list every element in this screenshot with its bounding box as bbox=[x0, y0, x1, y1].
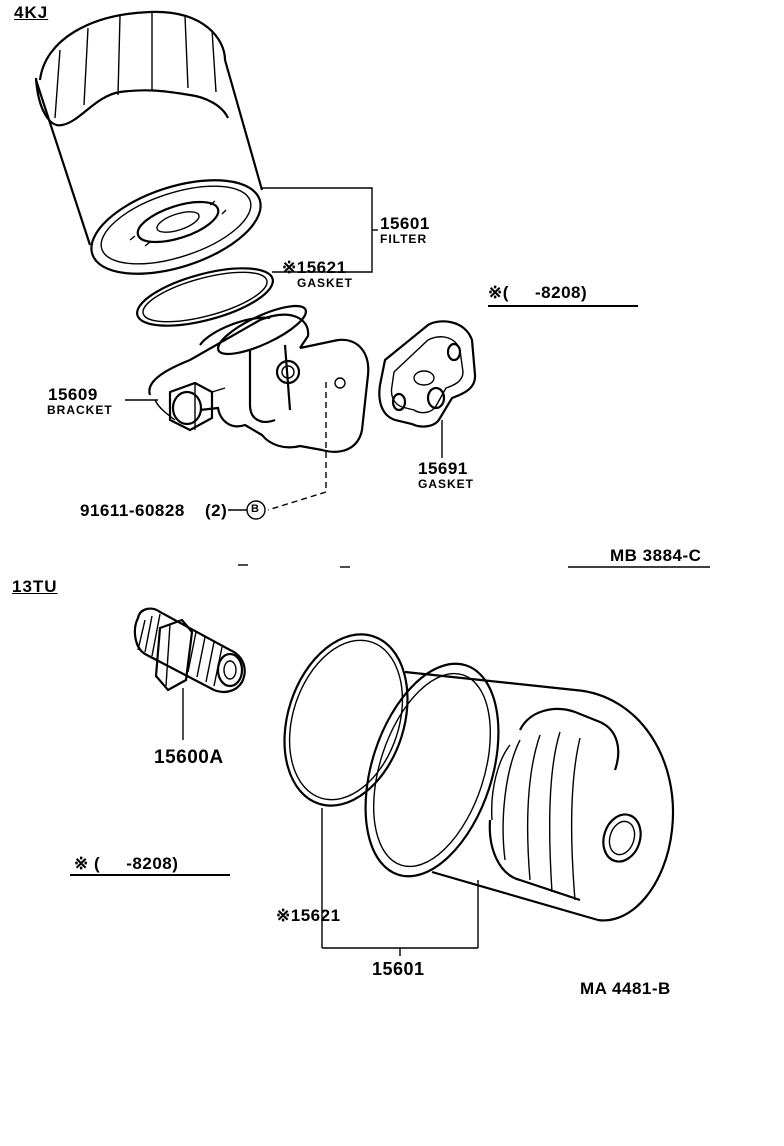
bracket-gasket-drawing bbox=[378, 320, 477, 428]
filter-part-number-4kj: 15601 bbox=[380, 214, 430, 233]
filter-13tu-drawing bbox=[364, 662, 675, 922]
gasket-part-name-4kj: GASKET bbox=[297, 276, 354, 290]
union-part-number: 15600A bbox=[154, 747, 224, 768]
date-note-underline-4kj bbox=[488, 305, 638, 307]
bolt-part-number: 91611-60828 bbox=[80, 501, 185, 520]
bolt-callout-circle bbox=[246, 500, 266, 520]
date-note-13tu: ※ ( -8208) bbox=[74, 854, 179, 873]
bolt-quantity: (2) bbox=[205, 501, 228, 520]
bracket-part-number: 15609 bbox=[48, 385, 98, 404]
gasket-4kj-drawing bbox=[136, 267, 274, 327]
union-15600a-drawing bbox=[133, 607, 246, 693]
gasket-part-number-4kj: ※15621 bbox=[282, 258, 347, 277]
filter-4kj-drawing bbox=[34, 10, 264, 275]
figure-code-13tu: MA 4481-B bbox=[580, 979, 671, 998]
bracket-part-name: BRACKET bbox=[47, 403, 113, 417]
filter-part-number-13tu: 15601 bbox=[372, 959, 425, 979]
bolt-callout-letter: B bbox=[251, 503, 259, 515]
gasket-13tu-drawing bbox=[283, 633, 409, 807]
figure-code-4kj: MB 3884-C bbox=[610, 546, 702, 565]
leader-bolt bbox=[267, 382, 327, 511]
section-header-4kj: 4KJ bbox=[14, 3, 49, 22]
date-note-underline-13tu bbox=[70, 874, 230, 876]
filter-part-name-4kj: FILTER bbox=[380, 232, 428, 246]
bracket-gasket-part-name: GASKET bbox=[418, 477, 475, 491]
gasket-part-number-13tu: ※15621 bbox=[276, 906, 341, 925]
section-header-13tu: 13TU bbox=[12, 577, 58, 596]
date-note-4kj: ※( -8208) bbox=[488, 283, 588, 302]
bracket-gasket-part-number: 15691 bbox=[418, 459, 468, 478]
bracket-4kj-drawing bbox=[148, 304, 370, 453]
